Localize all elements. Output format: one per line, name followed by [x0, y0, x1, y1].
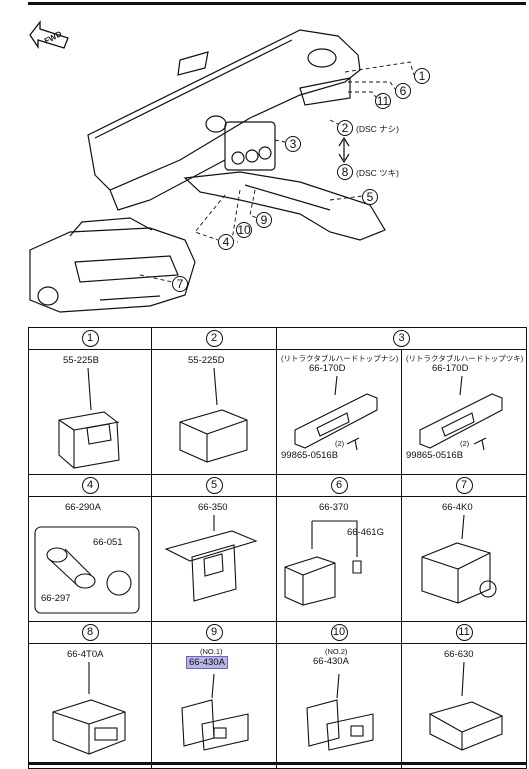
- callout-4: 4: [218, 234, 234, 250]
- part-number: 66-051: [93, 537, 123, 548]
- car-rear-drawing: [29, 217, 196, 313]
- bolt-part-number: 99865-0516B: [281, 450, 339, 461]
- callout-5: 5: [362, 189, 378, 205]
- switch-part-drawing: [306, 673, 374, 751]
- callout-10: 10: [236, 222, 252, 238]
- dashboard-drawing: [87, 29, 386, 241]
- part-header-1: 1: [28, 327, 152, 350]
- part-number: 66-297: [41, 593, 71, 604]
- socket-part-drawing: [34, 526, 140, 614]
- part-cell-5: 66-350: [151, 496, 277, 622]
- part-header-5: 5: [151, 474, 277, 497]
- top-rule: [28, 2, 526, 5]
- part-number: 66-370: [319, 502, 349, 513]
- dsc-without-note: (DSC ナシ): [356, 124, 399, 134]
- part-note: (NO.2): [325, 647, 348, 656]
- bezel-part-drawing: [294, 375, 378, 451]
- part-number: 66-4K0: [442, 502, 473, 513]
- parts-table: 1 2 3 55-225B 55-225D: [28, 327, 527, 769]
- part-number: 66-630: [444, 649, 474, 660]
- part-number: 66-170D: [432, 363, 469, 374]
- parts-body-row-2: 66-290A 66-051 66-297 66-350: [28, 496, 527, 622]
- part-header-7: 7: [401, 474, 527, 497]
- part-header-4: 4: [28, 474, 152, 497]
- switch-part-drawing: [284, 520, 362, 606]
- callout-1: 1: [414, 68, 430, 84]
- callout-7: 7: [172, 276, 188, 292]
- part-header-3: 3: [276, 327, 527, 350]
- part-note: (リトラクタブルハードトップナシ): [281, 354, 399, 363]
- part-note: (NO.1): [200, 647, 223, 656]
- bottom-rule: [28, 762, 526, 765]
- swap-arrow-icon: [338, 136, 350, 164]
- bolt-qty: (2): [460, 439, 470, 448]
- switch-part-drawing: [421, 514, 497, 604]
- bolt-qty: (2): [335, 439, 345, 448]
- parts-body-row-1: 55-225B 55-225D (リトラクタブルハード: [28, 349, 527, 475]
- dsc-with-note: (DSC ツキ): [356, 168, 399, 178]
- part-cell-3b: (リトラクタブルハードトップツキ) 66-170D (2) 99865-0516…: [401, 349, 527, 475]
- part-header-6: 6: [276, 474, 402, 497]
- part-cell-7: 66-4K0: [401, 496, 527, 622]
- parts-body-row-3: 66-4T0A (NO.1) 66-430A: [28, 643, 527, 769]
- part-number: 66-461G: [347, 527, 384, 538]
- part-cell-9: (NO.1) 66-430A: [151, 643, 277, 769]
- part-header-9: 9: [151, 621, 277, 644]
- bezel-part-drawing: [419, 375, 503, 451]
- bolt-part-number: 99865-0516B: [406, 450, 464, 461]
- parts-header-row-2: 4 5 6 7: [28, 474, 527, 497]
- callout-3: 3: [285, 136, 301, 152]
- switch-part-drawing: [58, 367, 120, 469]
- part-number: 66-430A: [313, 656, 349, 667]
- part-header-8: 8: [28, 621, 152, 644]
- part-note: (リトラクタブルハードトップツキ): [406, 354, 524, 363]
- part-cell-6: 66-370 66-461G: [276, 496, 402, 622]
- part-header-2: 2: [151, 327, 277, 350]
- switch-part-drawing: [181, 673, 249, 751]
- part-number: 66-170D: [309, 363, 346, 374]
- callout-2: 2: [337, 120, 353, 136]
- part-cell-11: 66-630: [401, 643, 527, 769]
- switch-part-drawing: [179, 367, 248, 463]
- callout-9: 9: [256, 212, 272, 228]
- part-header-10: 10: [276, 621, 402, 644]
- part-cell-8: 66-4T0A: [28, 643, 152, 769]
- panel-switch-part-drawing: [164, 515, 258, 602]
- part-cell-1: 55-225B: [28, 349, 152, 475]
- part-number-highlighted: 66-430A: [186, 656, 228, 669]
- part-cell-3a: (リトラクタブルハードトップナシ) 66-170D (2) 99865-0516…: [276, 349, 402, 475]
- fwd-arrow-icon: [29, 20, 69, 50]
- part-header-11: 11: [401, 621, 527, 644]
- part-number: 66-290A: [65, 502, 101, 513]
- part-cell-10: (NO.2) 66-430A: [276, 643, 402, 769]
- callout-6: 6: [395, 83, 411, 99]
- part-cell-4: 66-290A 66-051 66-297: [28, 496, 152, 622]
- part-number: 66-4T0A: [67, 649, 104, 660]
- part-number: 66-350: [198, 502, 228, 513]
- overview-illustration: [29, 20, 415, 313]
- callout-8: 8: [337, 164, 353, 180]
- part-cell-2: 55-225D: [151, 349, 277, 475]
- parts-header-row-1: 1 2 3: [28, 327, 527, 350]
- part-number: 55-225B: [63, 355, 99, 366]
- callout-11: 11: [375, 93, 391, 109]
- part-number: 55-225D: [188, 355, 225, 366]
- switch-part-drawing: [52, 662, 126, 755]
- parts-header-row-3: 8 9 10 11: [28, 621, 527, 644]
- module-part-drawing: [428, 661, 504, 751]
